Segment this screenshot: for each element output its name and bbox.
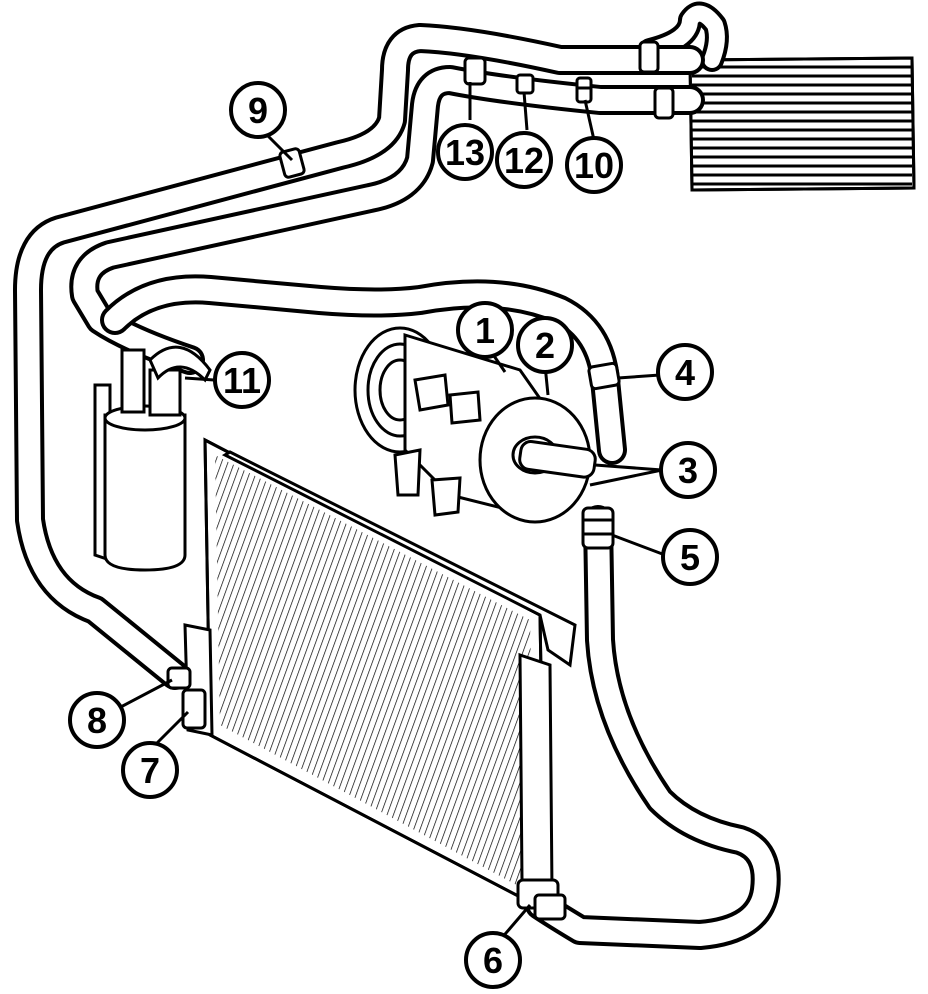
- compressor: [353, 326, 597, 524]
- service-fitting-13: [463, 56, 487, 86]
- callout-6: 6: [464, 931, 522, 989]
- service-fitting-12: [515, 73, 535, 95]
- callout-6-label: 6: [483, 940, 503, 981]
- callout-11-label: 11: [223, 360, 261, 401]
- callout-13-label: 13: [445, 132, 485, 173]
- callout-12: 12: [495, 131, 553, 189]
- callout-5: 5: [661, 528, 719, 586]
- discharge-hose: [525, 505, 781, 950]
- callout-8-label: 8: [87, 700, 107, 741]
- condenser: [183, 437, 577, 913]
- callout-12-label: 12: [504, 140, 544, 181]
- callout-13: 13: [436, 123, 494, 181]
- callout-4-label: 4: [675, 352, 695, 393]
- callout-4: 4: [656, 343, 714, 401]
- callout-2: 2: [516, 316, 574, 374]
- compressor-suction-hose: [100, 274, 627, 465]
- callout-1: 1: [456, 301, 514, 359]
- suction-hose: [13, 23, 705, 690]
- callout-3-label: 3: [678, 450, 698, 491]
- hose-fitting-5: [581, 506, 615, 550]
- callout-1-label: 1: [475, 310, 495, 351]
- callout-7-label: 7: [140, 750, 160, 791]
- callout-9: 9: [229, 81, 287, 139]
- callout-11: 11: [213, 351, 271, 409]
- callout-10-label: 10: [574, 145, 614, 186]
- callout-10: 10: [565, 136, 623, 194]
- receiver-dryer: [93, 345, 212, 572]
- leader-lines: [114, 82, 666, 941]
- hose-fitting-4: [587, 361, 621, 391]
- service-fitting-10: [575, 76, 593, 104]
- callout-2-label: 2: [535, 325, 555, 366]
- evaporator-core: [688, 56, 916, 192]
- callout-3: 3: [659, 441, 717, 499]
- condenser-fitting-6: [516, 878, 567, 921]
- condenser-fitting-7: [181, 688, 207, 730]
- evaporator-connectors: [638, 40, 675, 120]
- callout-5-label: 5: [680, 537, 700, 578]
- condenser-fitting-8: [166, 666, 192, 690]
- callout-7: 7: [121, 741, 179, 799]
- callout-9-label: 9: [248, 90, 268, 131]
- evaporator-inlet-loop: [638, 1, 729, 72]
- callout-8: 8: [68, 691, 126, 749]
